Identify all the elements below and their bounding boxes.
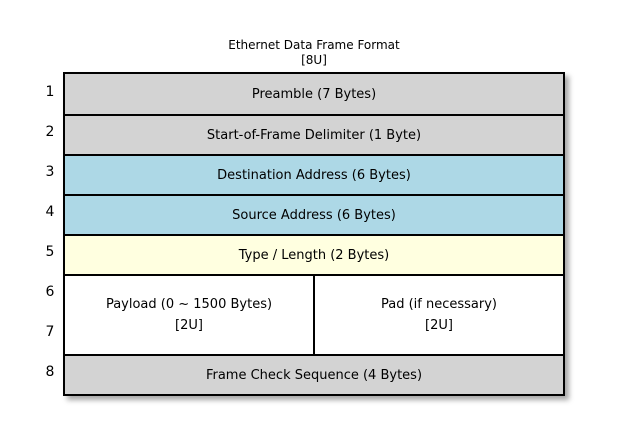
row-number-2: 2 (45, 124, 55, 140)
cell-payload: Payload (0 ~ 1500 Bytes) [2U] (65, 276, 313, 354)
row-number-5: 5 (45, 244, 55, 260)
pad-units-label: [2U] (425, 318, 453, 333)
row-type-length: Type / Length (2 Bytes) (65, 234, 563, 274)
diagram-title: Ethernet Data Frame Format (228, 38, 400, 52)
row-destination-label: Destination Address (6 Bytes) (217, 167, 411, 183)
row-sfd-label: Start-of-Frame Delimiter (1 Byte) (206, 127, 422, 143)
row-number-8: 8 (45, 364, 55, 380)
row-source-address: Source Address (6 Bytes) (65, 194, 563, 234)
row-numbers-column: 1 2 3 4 5 6 7 8 (36, 72, 64, 392)
diagram-title-block: Ethernet Data Frame Format [8U] (0, 38, 628, 68)
row-number-3: 3 (45, 164, 55, 180)
payload-pad-split: Payload (0 ~ 1500 Bytes) [2U] Pad (if ne… (65, 276, 563, 354)
row-number-4: 4 (45, 204, 55, 220)
cell-pad: Pad (if necessary) [2U] (313, 276, 563, 354)
row-number-6: 6 (45, 284, 55, 300)
row-number-1: 1 (45, 84, 55, 100)
row-destination-address: Destination Address (6 Bytes) (65, 154, 563, 194)
row-frame-check-sequence: Frame Check Sequence (4 Bytes) (65, 354, 563, 394)
row-payload-pad: Payload (0 ~ 1500 Bytes) [2U] Pad (if ne… (65, 274, 563, 354)
payload-units-label: [2U] (175, 318, 203, 333)
row-fcs-label: Frame Check Sequence (4 Bytes) (205, 367, 423, 383)
pad-label: Pad (if necessary) (380, 297, 497, 312)
payload-label: Payload (0 ~ 1500 Bytes) (105, 297, 273, 312)
row-type-length-label: Type / Length (2 Bytes) (238, 247, 390, 263)
frame-table: Preamble (7 Bytes) Start-of-Frame Delimi… (63, 72, 565, 396)
row-preamble: Preamble (7 Bytes) (65, 74, 563, 114)
row-source-label: Source Address (6 Bytes) (232, 207, 396, 223)
diagram-subtitle: [8U] (301, 53, 327, 67)
row-number-7: 7 (45, 324, 55, 340)
row-preamble-label: Preamble (7 Bytes) (251, 86, 377, 102)
row-start-of-frame-delimiter: Start-of-Frame Delimiter (1 Byte) (65, 114, 563, 154)
